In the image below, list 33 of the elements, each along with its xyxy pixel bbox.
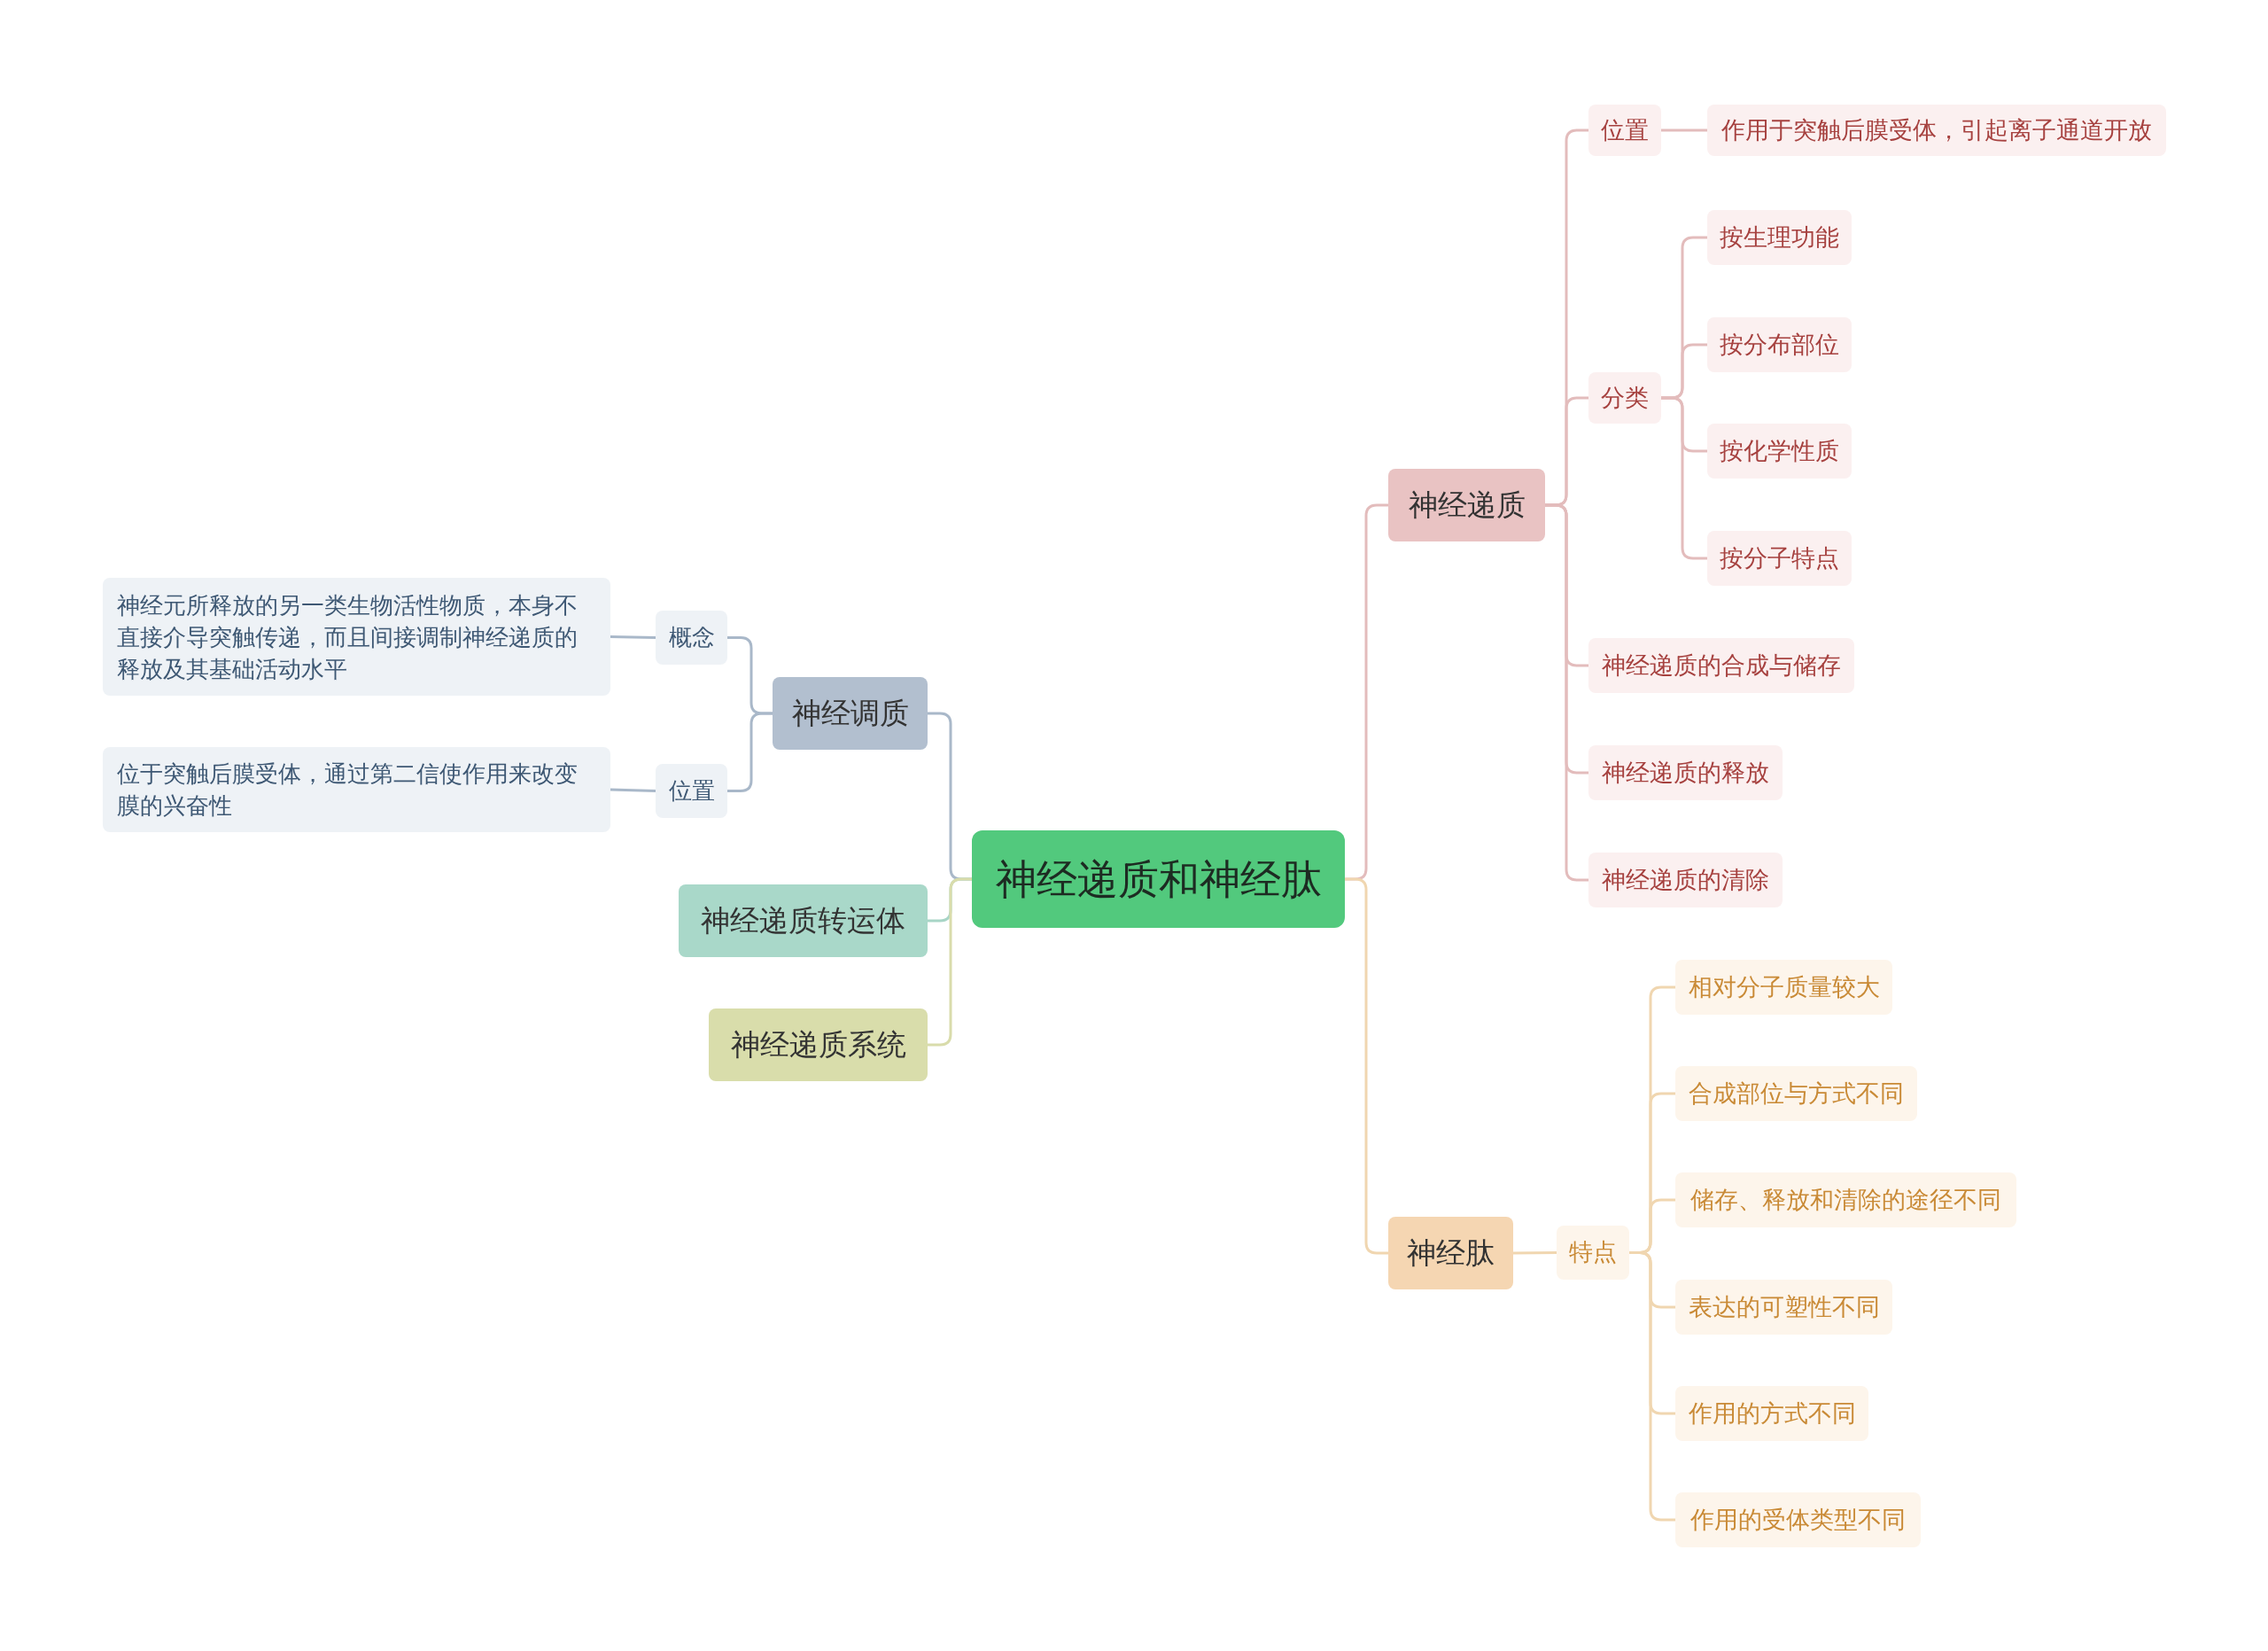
subtopic: 位置 — [656, 764, 727, 818]
subtopic: 合成部位与方式不同 — [1675, 1066, 1917, 1121]
central-topic: 神经递质和神经肽 — [972, 830, 1345, 928]
subtopic: 神经递质的合成与储存 — [1588, 638, 1854, 693]
main-topic: 神经肽 — [1388, 1217, 1513, 1289]
subtopic: 神经递质的清除 — [1588, 853, 1783, 907]
subtopic: 神经递质的释放 — [1588, 745, 1783, 800]
subtopic: 按生理功能 — [1707, 210, 1852, 265]
connector-line — [610, 635, 656, 639]
subtopic: 位于突触后膜受体，通过第二信使作用来改变膜的兴奋性 — [103, 747, 610, 832]
connector-line — [1545, 503, 1588, 882]
subtopic: 相对分子质量较大 — [1675, 960, 1892, 1015]
subtopic: 按分布部位 — [1707, 317, 1852, 372]
subtopic: 按化学性质 — [1707, 424, 1852, 479]
subtopic: 表达的可塑性不同 — [1675, 1280, 1892, 1335]
connector-line — [610, 788, 656, 792]
subtopic: 位置 — [1588, 105, 1661, 156]
subtopic: 特点 — [1557, 1226, 1629, 1280]
subtopic: 作用的受体类型不同 — [1675, 1492, 1921, 1547]
connector-line — [1345, 877, 1388, 1255]
connector-line — [1661, 128, 1707, 132]
subtopic: 储存、释放和清除的途径不同 — [1675, 1172, 2016, 1227]
connector-line — [1513, 1251, 1557, 1255]
subtopic: 按分子特点 — [1707, 531, 1852, 586]
subtopic: 神经元所释放的另一类生物活性物质，本身不直接介导突触传递，而且间接调制神经递质的释放及其基础活动水平 — [103, 578, 610, 696]
main-topic: 神经递质转运体 — [679, 884, 928, 957]
main-topic: 神经递质 — [1388, 469, 1545, 541]
subtopic: 作用的方式不同 — [1675, 1386, 1868, 1441]
subtopic: 分类 — [1588, 372, 1661, 424]
main-topic: 神经递质系统 — [709, 1009, 928, 1081]
main-topic: 神经调质 — [773, 677, 928, 750]
subtopic: 概念 — [656, 611, 727, 665]
subtopic: 作用于突触后膜受体，引起离子通道开放 — [1707, 105, 2166, 156]
